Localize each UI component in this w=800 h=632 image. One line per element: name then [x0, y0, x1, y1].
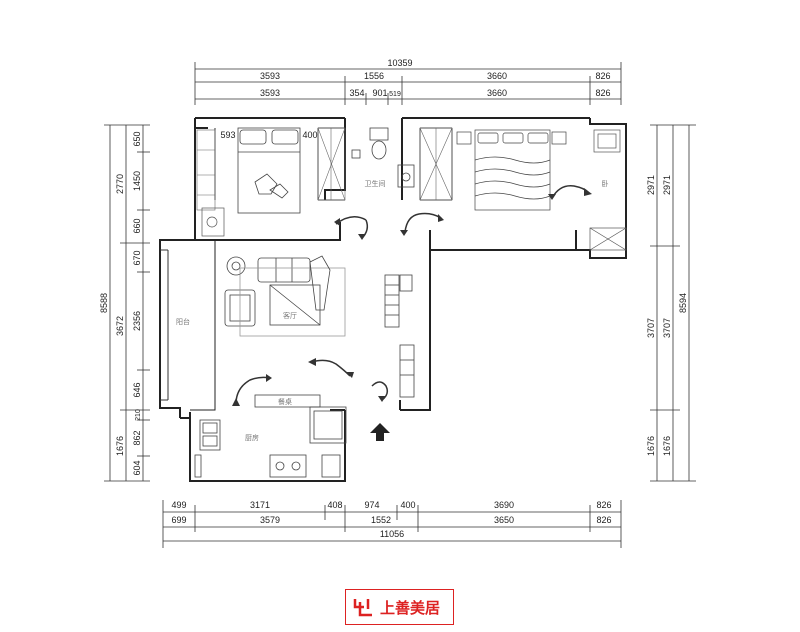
top-dimensions — [194, 62, 622, 105]
kitchen-fixtures — [194, 394, 347, 478]
dim-left-i7: 210 — [135, 409, 142, 421]
entry-cabinets — [384, 274, 415, 398]
wall-details — [160, 127, 453, 401]
logo-text: 上善美居 — [380, 598, 441, 617]
door-swing-arrow-icon — [371, 381, 389, 402]
dim-right-i3: 1676 — [646, 436, 656, 456]
cabinet-right — [589, 129, 627, 251]
dim-bot-r1-5: 400 — [400, 500, 415, 510]
dim-right-total: 8594 — [678, 293, 688, 313]
room-living: 客厅 — [283, 311, 297, 320]
dim-top-r2-5: 3660 — [487, 88, 507, 98]
logo-mark-icon — [353, 599, 372, 617]
dim-bot-r2-5: 826 — [596, 515, 611, 525]
room-bedroom-right: 卧 — [602, 180, 609, 188]
dim-right-s1: 2971 — [662, 175, 672, 195]
dim-top-r2-4: 519 — [389, 91, 401, 98]
dim-bot-r2-4: 3650 — [494, 515, 514, 525]
dim-bot-r1-4: 974 — [364, 500, 379, 510]
shelf-left-bedroom — [196, 129, 216, 211]
dim-top-r1-4: 826 — [595, 71, 610, 81]
dim-top-r2-2: 354 — [349, 88, 364, 98]
dim-bot-r1-3: 408 — [327, 500, 342, 510]
wardrobe-right-bedroom — [419, 127, 453, 201]
door-swing-arrow-icon — [548, 185, 592, 200]
dim-top-r1-2: 1556 — [364, 71, 384, 81]
dim-top-r2-1: 3593 — [260, 88, 280, 98]
bed-left — [237, 127, 301, 214]
wardrobe-left-bedroom — [317, 127, 346, 201]
desk-chair — [201, 207, 225, 237]
dim-top-total: 10359 — [387, 58, 412, 68]
dim-left-i9: 604 — [132, 460, 142, 475]
dim-left-i6: 646 — [132, 382, 142, 397]
dim-left-i8: 862 — [132, 430, 142, 445]
dim-bot-r2-1: 699 — [171, 515, 186, 525]
dim-left-i4: 670 — [132, 250, 142, 265]
room-balcony: 阳台 — [176, 317, 190, 326]
dim-left-o2: 3672 — [115, 316, 125, 336]
dim-left-i2: 1450 — [132, 171, 142, 191]
door-swing-arrow-icon — [232, 374, 272, 406]
dim-bot-r2-2: 3579 — [260, 515, 280, 525]
room-kitchen: 厨房 — [245, 433, 259, 442]
room-bathroom: 卫生间 — [365, 179, 386, 188]
dim-bot-r1-7: 826 — [596, 500, 611, 510]
bed-right — [456, 129, 567, 211]
walls — [159, 117, 627, 482]
dim-top-r2-3: 901 — [372, 88, 387, 98]
door-swing-arrow-icon — [400, 212, 444, 236]
dim-bot-r1-6: 3690 — [494, 500, 514, 510]
door-swing-arrow-icon — [334, 216, 369, 240]
entrance-arrow-icon — [370, 423, 390, 441]
room-dim-593: 593 — [220, 130, 235, 140]
dim-bot-r1-1: 499 — [171, 500, 186, 510]
dim-left-o3: 1676 — [115, 436, 125, 456]
room-dim-400: 400 — [302, 130, 317, 140]
brand-logo: 上善美居 — [345, 589, 454, 625]
dim-left-total: 8588 — [99, 293, 109, 313]
dim-left-i3: 660 — [132, 218, 142, 233]
dim-bot-total: 11056 — [380, 529, 404, 539]
bottom-dimensions — [162, 500, 622, 548]
dim-top-r1-1: 3593 — [260, 71, 280, 81]
dim-right-s2: 3707 — [662, 318, 672, 338]
room-dining: 餐桌 — [278, 397, 292, 406]
dim-left-i5: 2356 — [132, 311, 142, 331]
living-furniture — [224, 255, 346, 337]
door-swing-arrow-icon — [308, 358, 354, 378]
dim-right-i2: 3707 — [646, 318, 656, 338]
bathroom-fixtures — [351, 127, 415, 188]
dim-top-r2-6: 826 — [595, 88, 610, 98]
dim-left-i1: 650 — [132, 131, 142, 146]
left-dimensions — [104, 124, 150, 482]
dim-top-r1-3: 3660 — [487, 71, 507, 81]
dim-left-o1: 2770 — [115, 174, 125, 194]
right-dimensions — [650, 124, 696, 482]
dim-bot-r1-2: 3171 — [250, 500, 270, 510]
dim-right-i1: 2971 — [646, 175, 656, 195]
dim-bot-r2-3: 1552 — [371, 515, 391, 525]
dim-right-s3: 1676 — [662, 436, 672, 456]
